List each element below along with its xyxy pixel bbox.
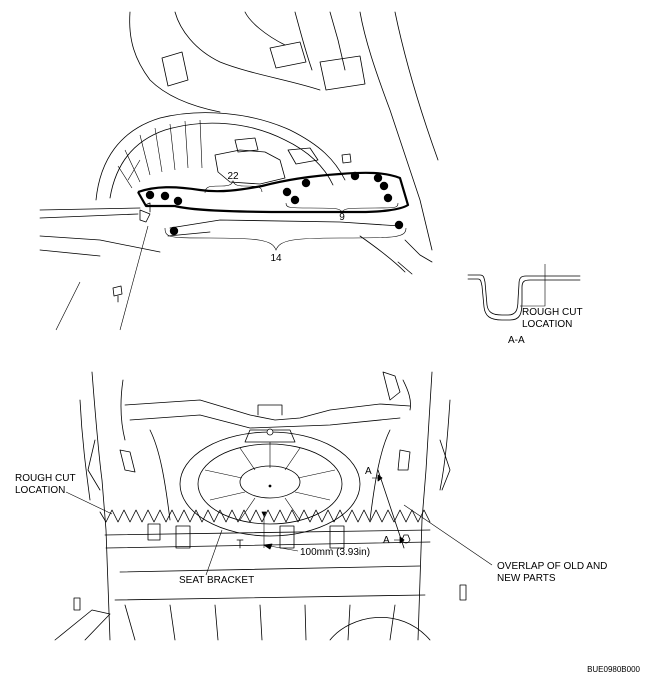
callout-14: 14 — [270, 253, 282, 264]
rough-cut-bottom-label: ROUGH CUT — [15, 473, 76, 484]
section-marker-a-bottom: A — [383, 535, 390, 546]
dimension-100mm: 100mm (3.93in) — [261, 511, 370, 558]
top-view-structure — [39, 11, 439, 331]
section-aa-label: A-A — [508, 335, 525, 346]
dimension-label: 100mm (3.93in) — [300, 547, 370, 558]
weld-spot — [373, 173, 383, 183]
weld-spot — [290, 195, 300, 205]
brace-9: 9 — [285, 202, 399, 223]
rough-cut-bottom-label-2: LOCATION — [15, 485, 65, 496]
weld-spot — [173, 196, 183, 206]
brace-22: 22 — [204, 171, 263, 194]
section-marker-a-top: A — [365, 466, 372, 477]
weld-spot — [394, 220, 404, 230]
weld-spot — [301, 178, 311, 188]
figure-code: BUE0980B000 — [587, 665, 640, 674]
weld-spot — [169, 226, 179, 236]
section-aa-detail: ROUGH CUT LOCATION A-A — [467, 264, 583, 346]
weld-spot — [160, 191, 170, 201]
weld-spot — [383, 193, 393, 203]
section-cut-line: A A — [365, 466, 405, 549]
top-weld-spots — [145, 171, 404, 236]
seat-bracket-label: SEAT BRACKET — [179, 575, 254, 586]
weld-spot — [379, 181, 389, 191]
weld-spot — [350, 171, 360, 181]
rough-cut-detail-label: ROUGH CUT — [522, 307, 583, 318]
bottom-view-structure — [54, 371, 467, 641]
callout-9: 9 — [339, 212, 345, 223]
bottom-callouts: ROUGH CUT LOCATION SEAT BRACKET OVERLAP … — [15, 473, 607, 586]
rough-cut-detail-label-2: LOCATION — [522, 319, 572, 330]
overlap-label: OVERLAP OF OLD AND — [497, 561, 607, 572]
weld-spot — [282, 187, 292, 197]
callout-22: 22 — [227, 171, 239, 182]
overlap-label-2: NEW PARTS — [497, 573, 556, 584]
brace-14: 14 — [164, 227, 407, 264]
weld-spot — [145, 190, 155, 200]
